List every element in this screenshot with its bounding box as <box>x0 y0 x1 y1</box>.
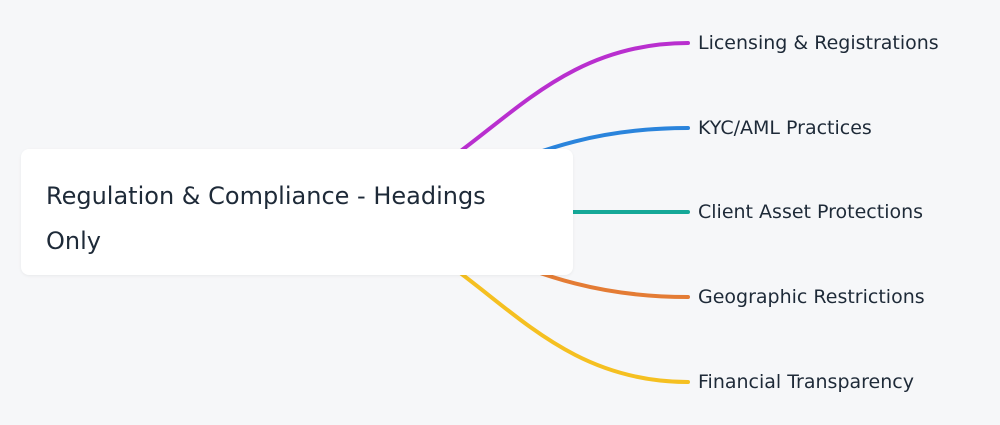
child-node-licensing[interactable]: Licensing & Registrations <box>698 32 939 54</box>
child-node-kyc-aml[interactable]: KYC/AML Practices <box>698 117 872 139</box>
child-node-client-asset[interactable]: Client Asset Protections <box>698 201 924 223</box>
child-node-geographic[interactable]: Geographic Restrictions <box>698 286 925 308</box>
child-node-financial[interactable]: Financial Transparency <box>698 371 914 393</box>
root-node-label: Regulation & Compliance - Headings Only <box>46 182 486 255</box>
root-node[interactable]: Regulation & Compliance - Headings Only <box>21 149 573 275</box>
